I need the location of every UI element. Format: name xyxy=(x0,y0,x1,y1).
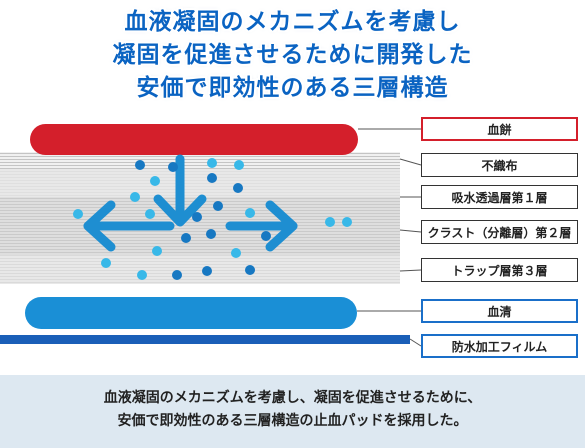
layer-1-band xyxy=(0,169,400,197)
serum-bar xyxy=(25,297,357,329)
leader-line-film xyxy=(409,338,422,347)
particle-dot xyxy=(152,246,162,256)
clot-bar xyxy=(30,124,358,155)
particle-dot xyxy=(231,248,241,258)
particle-dot xyxy=(245,208,255,218)
particle-dot xyxy=(130,192,140,202)
particle-dot xyxy=(245,265,255,275)
leader-line-layer3 xyxy=(399,269,422,272)
particle-dot xyxy=(135,160,145,170)
particle-dot xyxy=(233,183,243,193)
left-arrow-head-icon xyxy=(83,200,116,252)
leader-line-nonwoven xyxy=(399,158,422,166)
particle-dot xyxy=(213,201,223,211)
particle-dot xyxy=(168,162,178,172)
label-nonwoven: 不織布 xyxy=(421,153,578,177)
page-title: 血液凝固のメカニズムを考慮し 凝固を促進させるために開発した 安価で即効性のある… xyxy=(0,6,585,105)
particle-dot xyxy=(206,229,216,239)
footer-line-2: 安価で即効性のある三層構造の止血パッドを採用した。 xyxy=(117,413,468,429)
particle-dot xyxy=(192,212,202,222)
particle-dot xyxy=(234,160,244,170)
particle-dot xyxy=(325,217,335,227)
particle-dot xyxy=(145,209,155,219)
label-crust-layer-2: クラスト（分離層）第２層 xyxy=(421,220,578,244)
label-serum: 血清 xyxy=(421,299,578,323)
leader-line-layer2 xyxy=(399,229,422,233)
particle-dot xyxy=(207,173,217,183)
label-absorbent-layer-1: 吸水透過層第１層 xyxy=(421,185,578,209)
title-line-1: 血液凝固のメカニズムを考慮し xyxy=(124,9,461,35)
layer-3-band xyxy=(0,255,400,284)
title-line-3: 安価で即効性のある三層構造 xyxy=(136,75,449,101)
label-waterproof-film: 防水加工フィルム xyxy=(421,334,578,358)
particle-dot xyxy=(73,209,83,219)
particle-dot xyxy=(150,176,160,186)
particle-dot xyxy=(261,231,271,241)
particle-dot xyxy=(101,258,111,268)
footer-caption: 血液凝固のメカニズムを考慮し、凝固を促進させるために、 安価で即効性のある三層構… xyxy=(0,375,585,448)
particle-dot xyxy=(181,233,191,243)
label-clot: 血餅 xyxy=(421,117,578,141)
particle-dot xyxy=(202,266,212,276)
down-arrow-head-icon xyxy=(153,194,207,227)
particle-dot xyxy=(172,270,182,280)
particle-dot xyxy=(137,270,147,280)
title-line-2: 凝固を促進させるために開発した xyxy=(112,42,473,68)
right-arrow-head-icon xyxy=(265,200,298,252)
footer-line-1: 血液凝固のメカニズムを考慮し、凝固を促進させるために、 xyxy=(103,390,482,406)
particle-dot xyxy=(207,158,217,168)
particle-dot xyxy=(342,217,352,227)
label-trap-layer-3: トラップ層第３層 xyxy=(421,258,578,282)
waterproof-film-bar xyxy=(0,335,410,344)
